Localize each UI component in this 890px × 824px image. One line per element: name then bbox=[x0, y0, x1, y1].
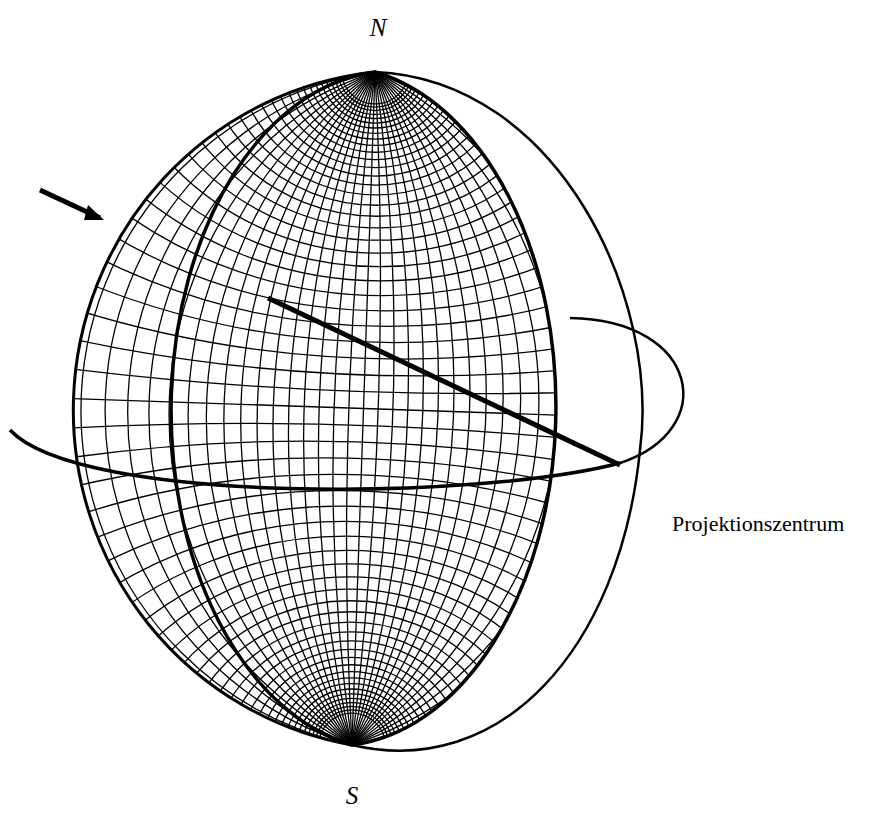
grid-line bbox=[0, 0, 890, 343]
grid-line bbox=[0, 0, 380, 824]
grid-line bbox=[0, 0, 439, 824]
grid-line bbox=[0, 491, 890, 824]
grid-line bbox=[0, 0, 503, 824]
grid-line bbox=[347, 0, 890, 824]
grid-line bbox=[179, 0, 575, 216]
pole-label: S bbox=[346, 782, 359, 810]
grid-line bbox=[0, 0, 890, 394]
grid-line bbox=[0, 441, 890, 824]
axis-arrowhead bbox=[84, 205, 104, 220]
grid-line bbox=[0, 0, 890, 311]
grid-line bbox=[338, 33, 412, 107]
grid-line bbox=[52, 0, 708, 267]
grid-line bbox=[0, 13, 558, 791]
globe-outline bbox=[73, 72, 375, 745]
grid-line bbox=[0, 0, 890, 376]
grid-line bbox=[0, 381, 890, 436]
grid-line bbox=[0, 458, 890, 824]
grid-line bbox=[248, 657, 454, 824]
grid-line bbox=[318, 0, 890, 824]
grid-line bbox=[0, 57, 622, 754]
grid-line bbox=[193, 622, 509, 824]
grid-line bbox=[249, 0, 504, 176]
grid-line bbox=[218, 0, 534, 195]
grid-line bbox=[200, 0, 554, 205]
grid-line bbox=[0, 0, 409, 824]
grid-line bbox=[273, 0, 479, 160]
grid-line bbox=[306, 703, 397, 794]
grid-line bbox=[209, 632, 492, 824]
grid-line bbox=[314, 5, 437, 128]
grid-line bbox=[268, 672, 435, 824]
equator-front bbox=[10, 430, 620, 489]
grid-line bbox=[0, 0, 890, 359]
grid-line bbox=[307, 0, 443, 133]
grid-line bbox=[311, 706, 393, 788]
grid-line bbox=[19, 550, 675, 824]
grid-line bbox=[0, 0, 470, 824]
projection-axis bbox=[268, 298, 620, 465]
grid-line bbox=[257, 0, 890, 824]
grid-line bbox=[2, 0, 760, 281]
grid-line bbox=[92, 0, 665, 253]
equator-back bbox=[570, 318, 683, 463]
grid-line bbox=[273, 0, 890, 824]
grid-line bbox=[304, 0, 890, 824]
grid-line bbox=[0, 423, 890, 824]
center-label: Projektionszentrum bbox=[672, 512, 844, 536]
grid-line bbox=[0, 0, 890, 326]
grid-line bbox=[174, 612, 528, 824]
grid-line bbox=[0, 0, 826, 296]
pole-label: N bbox=[370, 14, 387, 42]
grid-line bbox=[0, 46, 599, 763]
grid-line bbox=[320, 12, 431, 123]
grid-line bbox=[0, 0, 394, 824]
grid-line bbox=[300, 0, 451, 139]
grid-line bbox=[126, 0, 630, 240]
grid-line bbox=[0, 0, 423, 824]
grid-line bbox=[169, 26, 890, 804]
grid-line bbox=[0, 536, 725, 824]
grid-line bbox=[237, 649, 466, 824]
grid-line bbox=[315, 710, 389, 784]
grid-line bbox=[234, 0, 517, 185]
grid-line bbox=[241, 0, 890, 824]
grid-line bbox=[0, 474, 890, 824]
grid-line bbox=[0, 521, 788, 824]
grid-line bbox=[62, 564, 635, 824]
grid-line bbox=[0, 0, 486, 824]
grid-line bbox=[97, 577, 601, 824]
grid-line bbox=[283, 0, 469, 152]
grid-line bbox=[224, 641, 479, 824]
grid-line bbox=[0, 506, 871, 824]
grid-line bbox=[152, 601, 549, 824]
grid-line bbox=[261, 0, 490, 168]
